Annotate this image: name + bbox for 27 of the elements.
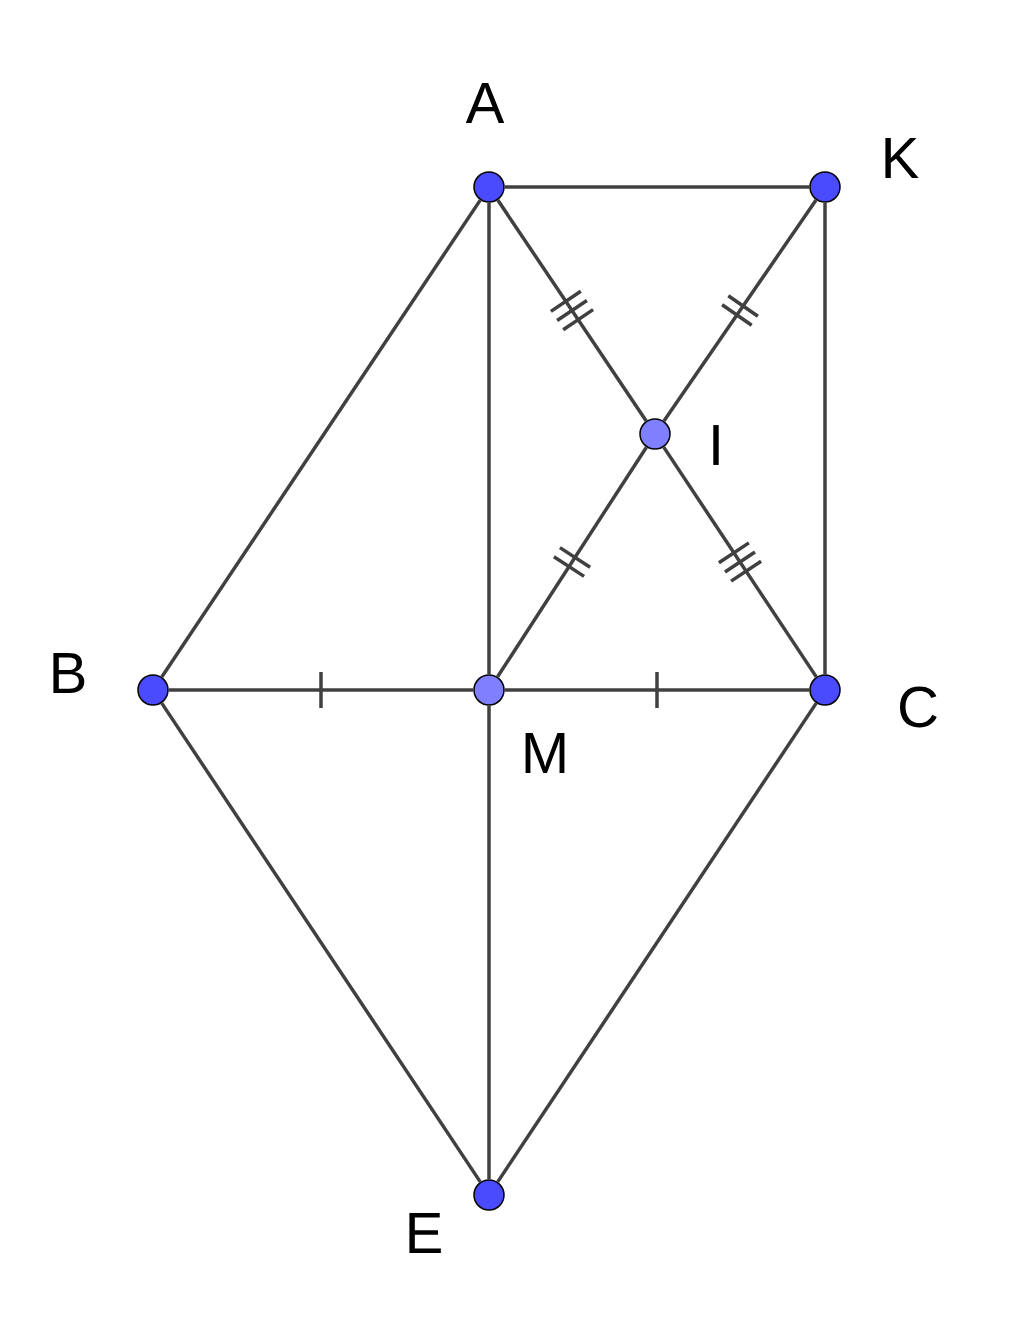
- line-segment: [496, 199, 648, 422]
- point-label: K: [885, 138, 919, 178]
- line-segment: [487, 202, 491, 675]
- line-segment: [504, 185, 810, 189]
- line-segment: [160, 199, 482, 678]
- line-segment: [823, 202, 827, 675]
- point: [473, 1179, 505, 1211]
- line-segment: [487, 705, 491, 1180]
- line-segment: [496, 702, 818, 1183]
- point: [137, 674, 169, 706]
- line-segment: [504, 688, 810, 692]
- point-label: E: [409, 1213, 441, 1253]
- point-label: I: [713, 425, 719, 465]
- point: [473, 171, 505, 203]
- point-label: A: [465, 83, 505, 123]
- point-label: M: [525, 733, 565, 773]
- line-segment: [160, 702, 482, 1183]
- line-segment: [662, 446, 818, 678]
- point: [809, 171, 841, 203]
- point-label: C: [900, 686, 937, 728]
- line-segment: [496, 446, 648, 678]
- line-segment: [168, 688, 474, 692]
- point: [639, 418, 671, 450]
- point: [473, 674, 505, 706]
- point-label: B: [53, 653, 85, 693]
- point: [809, 674, 841, 706]
- line-segment: [662, 199, 818, 423]
